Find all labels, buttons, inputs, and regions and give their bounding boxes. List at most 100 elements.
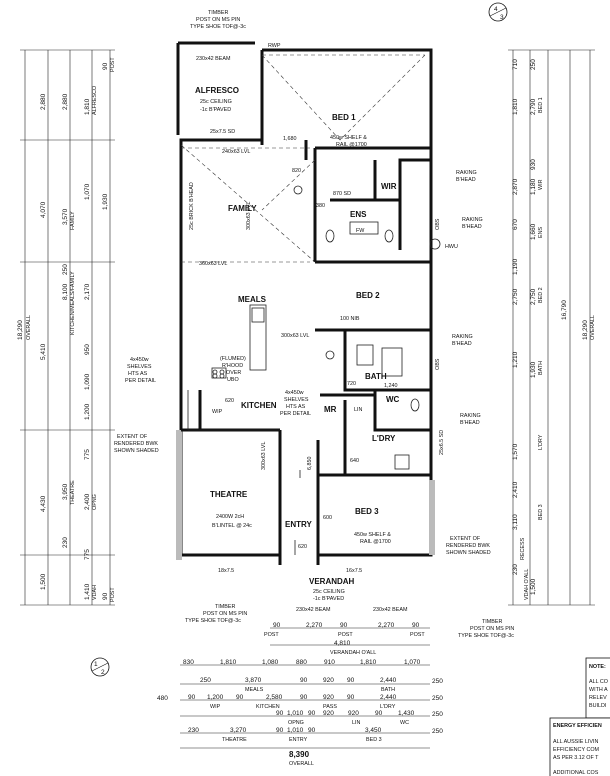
svg-text:3,270: 3,270 [230,727,247,734]
room-bath: BATH [365,372,387,381]
svg-text:BATH: BATH [538,361,544,375]
svg-text:RELEV: RELEV [589,695,607,701]
svg-text:POST ON MS PIN: POST ON MS PIN [470,626,514,632]
svg-text:710: 710 [512,59,519,70]
vertical-annotations: 25c BRICK B'HEAD 300x63 LVL 300x63 LVL O… [189,182,445,470]
svg-text:90: 90 [347,694,355,701]
svg-text:RAKING: RAKING [456,170,477,176]
svg-text:1,930: 1,930 [102,193,109,210]
svg-text:100 NIB: 100 NIB [340,316,360,322]
svg-text:EFFICIENCY COM: EFFICIENCY COM [553,747,600,753]
svg-text:830: 830 [183,659,194,666]
room-bed1: BED 1 [332,113,356,122]
svg-text:620: 620 [225,398,234,404]
svg-text:VDAH: VDAH [92,585,98,600]
svg-text:2,750: 2,750 [530,288,537,305]
svg-text:90: 90 [347,677,355,684]
svg-text:1,010: 1,010 [287,727,304,734]
svg-text:230: 230 [62,537,69,548]
svg-text:920: 920 [323,710,334,717]
room-ldry: L'DRY [372,434,396,443]
svg-text:VDAH O'ALL: VDAH O'ALL [524,569,530,600]
svg-text:OVER: OVER [226,370,241,376]
svg-text:1,810: 1,810 [220,659,237,666]
svg-text:2,270: 2,270 [306,622,323,629]
svg-text:230: 230 [188,727,199,734]
svg-text:POST: POST [110,587,116,602]
room-wip: WIP [212,409,223,415]
svg-text:3,950: 3,950 [62,483,69,500]
svg-text:2: 2 [101,669,105,676]
svg-text:1,200: 1,200 [84,403,91,420]
svg-text:RENDERED BWK: RENDERED BWK [114,441,158,447]
svg-text:VERANDAH O'ALL: VERANDAH O'ALL [330,650,376,656]
svg-text:PASS: PASS [323,704,337,710]
svg-text:90: 90 [102,62,109,70]
svg-text:25x6.5 SD: 25x6.5 SD [439,430,445,455]
svg-text:TIMBER: TIMBER [215,604,235,610]
room-entry: ENTRY [285,520,312,529]
svg-text:ALFRESCO: ALFRESCO [92,86,98,115]
svg-text:4: 4 [494,6,498,13]
room-ens: ENS [350,210,367,219]
svg-text:ENTRY: ENTRY [289,737,308,743]
svg-text:RAKING: RAKING [460,413,481,419]
svg-text:OVERALL: OVERALL [26,315,32,340]
svg-text:FAMILY: FAMILY [70,211,76,230]
svg-text:LIN: LIN [352,720,360,726]
svg-text:PER DETAIL: PER DETAIL [280,411,311,417]
svg-text:16,790: 16,790 [561,300,568,320]
room-alfresco: ALFRESCO [195,86,239,95]
svg-text:5,410: 5,410 [40,343,47,360]
svg-text:WIP: WIP [210,704,221,710]
svg-text:25x7.5 SD: 25x7.5 SD [210,129,235,135]
svg-text:POST: POST [110,57,116,72]
svg-text:2400W 2cH: 2400W 2cH [216,514,244,520]
svg-text:HTS AS: HTS AS [286,404,306,410]
room-kitchen: KITCHEN [241,401,277,410]
svg-text:ALL CO: ALL CO [589,679,608,685]
svg-text:2,580: 2,580 [266,694,283,701]
svg-text:ENERGY EFFICIEN: ENERGY EFFICIEN [553,723,602,729]
svg-text:KITCHEN/MEALS/FAMILY: KITCHEN/MEALS/FAMILY [70,271,76,335]
svg-text:250: 250 [200,677,211,684]
svg-text:930: 930 [530,159,537,170]
svg-text:L'DRY: L'DRY [538,434,544,450]
svg-text:TIMBER: TIMBER [482,619,502,625]
svg-text:2,400: 2,400 [84,493,91,510]
svg-text:TYPE SHOE TOF@-3c: TYPE SHOE TOF@-3c [458,633,514,639]
svg-text:3,110: 3,110 [512,514,519,530]
svg-text:PER DETAIL: PER DETAIL [125,378,156,384]
svg-text:2,880: 2,880 [62,93,69,110]
svg-text:TYPE SHOE TOF@-3c: TYPE SHOE TOF@-3c [190,24,246,30]
svg-text:SHELVES: SHELVES [284,397,309,403]
svg-text:B'HEAD: B'HEAD [452,341,472,347]
svg-text:MEALS: MEALS [245,687,264,693]
svg-text:EXTENT OF: EXTENT OF [117,434,148,440]
svg-text:POST: POST [410,632,425,638]
svg-text:1,410: 1,410 [84,583,91,600]
svg-text:1,570: 1,570 [512,443,519,460]
svg-text:90: 90 [308,727,316,734]
svg-text:360x63 LVL: 360x63 LVL [199,261,227,267]
svg-text:SHELVES: SHELVES [127,364,152,370]
svg-text:WIR: WIR [538,179,544,190]
svg-text:RECESS: RECESS [520,537,526,560]
svg-text:90: 90 [276,710,284,717]
svg-text:OVERALL: OVERALL [289,761,314,767]
svg-text:90: 90 [102,592,109,600]
svg-text:90: 90 [375,710,383,717]
svg-text:WITH A: WITH A [589,687,608,693]
svg-text:NOTE:: NOTE: [589,664,606,670]
svg-text:300x63 LVL: 300x63 LVL [261,442,267,470]
svg-text:25c CEILING: 25c CEILING [200,99,232,105]
svg-text:250: 250 [432,695,443,702]
svg-text:3: 3 [500,14,504,21]
svg-text:90: 90 [300,694,308,701]
verandah-dimensions: 90 2,270 90 2,270 90 POST POST POST 4,81… [264,622,430,656]
svg-text:18x7.5: 18x7.5 [218,568,234,574]
bottom-dimensions: 830 1,810 1,080 880 910 1,810 1,070 250 … [157,659,443,767]
svg-text:OPNG: OPNG [92,494,98,510]
svg-text:300x63 LVL: 300x63 LVL [246,202,252,230]
